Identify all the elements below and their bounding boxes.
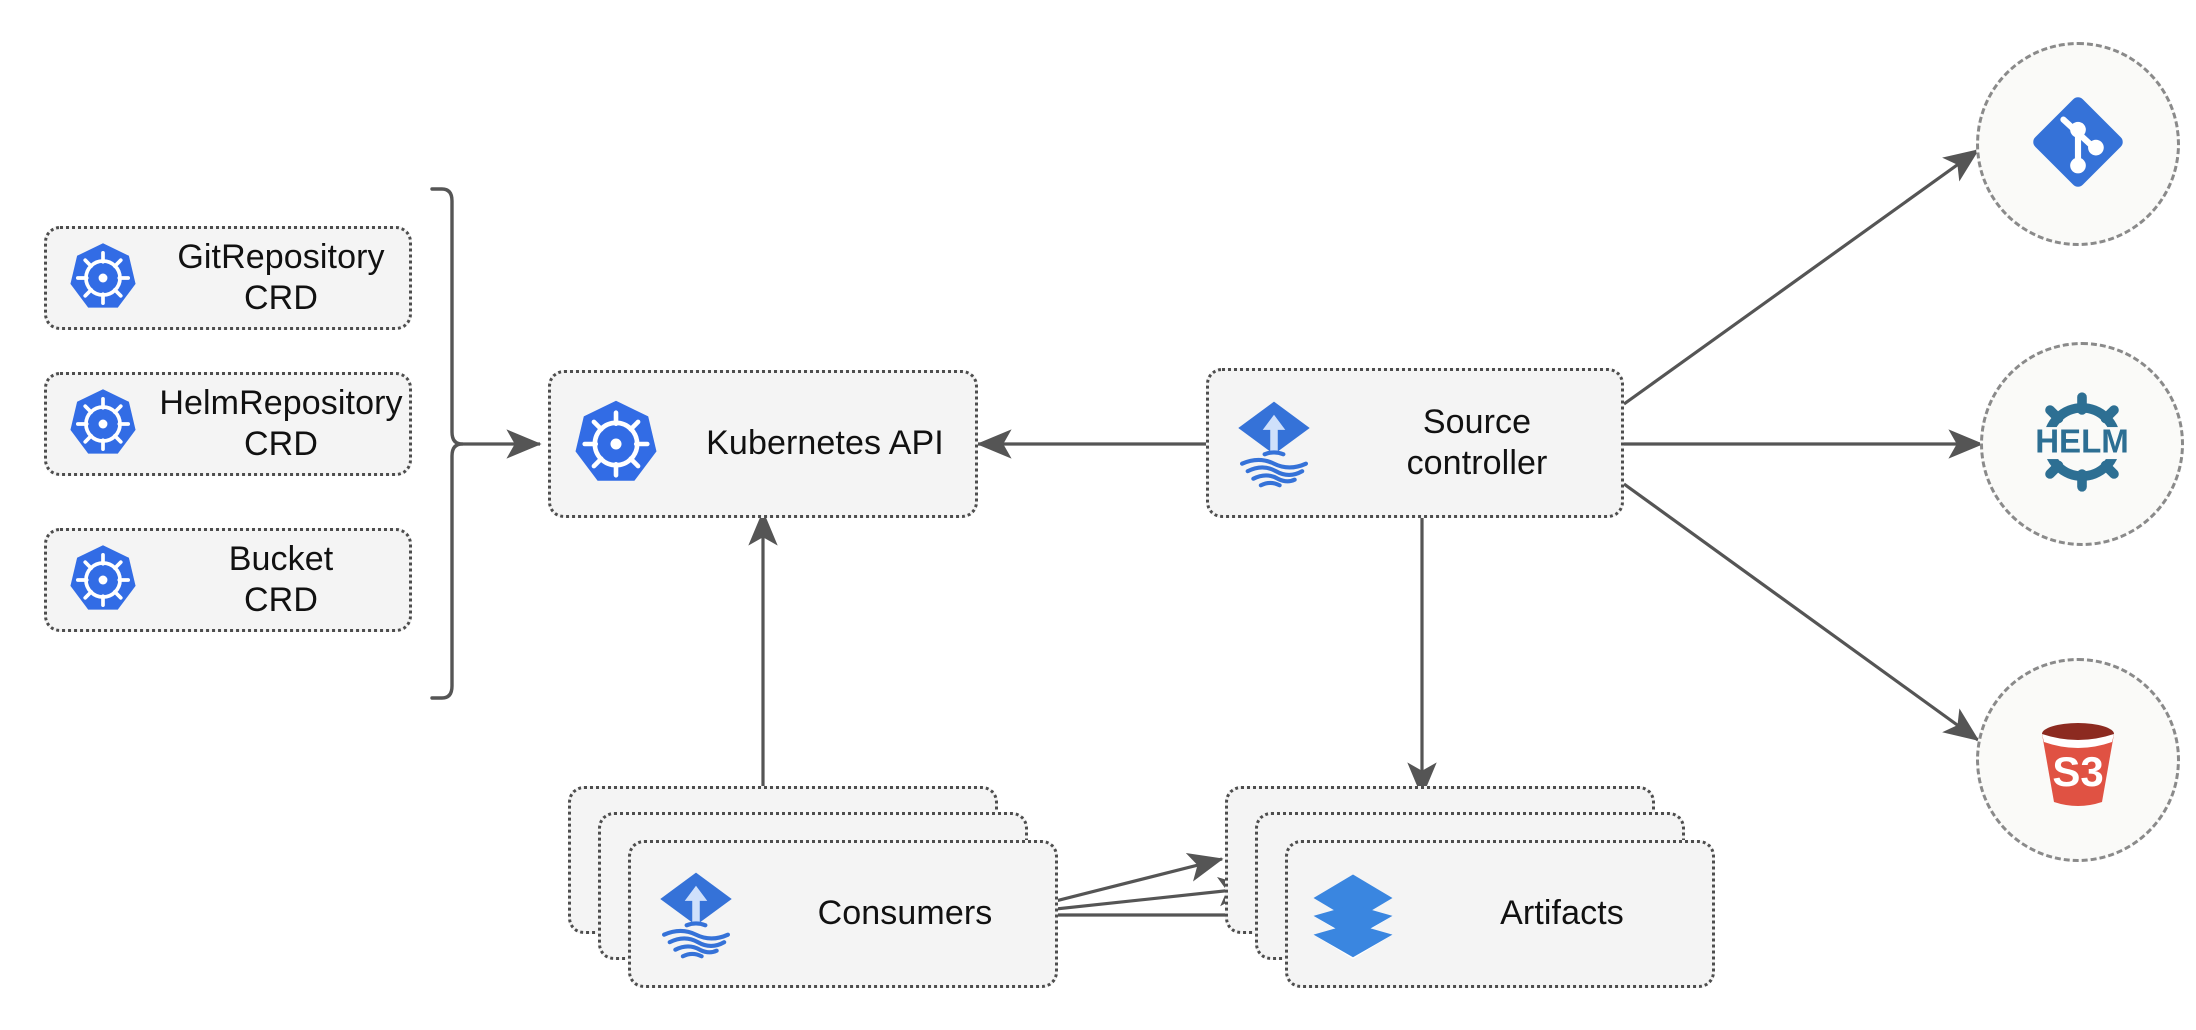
crd-label: Bucket CRD <box>228 539 334 619</box>
crd-box-helmrepository[interactable]: HelmRepository CRD <box>44 372 412 476</box>
kubernetes-api-label: Kubernetes API <box>706 424 944 463</box>
kubernetes-api-box[interactable]: Kubernetes API <box>548 370 978 518</box>
kubernetes-icon <box>47 387 159 461</box>
crd-box-bucket[interactable]: Bucket CRD <box>44 528 412 632</box>
git-source-circle[interactable] <box>1976 42 2180 246</box>
crd-label: GitRepository CRD <box>177 237 385 317</box>
helm-wordmark: HELM <box>2035 423 2129 460</box>
git-icon <box>2022 86 2134 203</box>
s3-source-circle[interactable]: S3 <box>1976 658 2180 862</box>
artifacts-box[interactable]: Artifacts <box>1285 840 1715 988</box>
layers-icon <box>1288 867 1418 961</box>
source-controller-label: Source controller <box>1406 402 1548 482</box>
crd-group-bracket <box>430 187 464 700</box>
crd-box-gitrepository[interactable]: GitRepository CRD <box>44 226 412 330</box>
crd-label: HelmRepository CRD <box>159 383 403 463</box>
consumers-label: Consumers <box>817 894 993 933</box>
edge-source-controller-to-git <box>1623 148 1980 406</box>
flux-icon <box>631 867 761 961</box>
consumers-box[interactable]: Consumers <box>628 840 1058 988</box>
kubernetes-icon <box>551 398 681 490</box>
s3-icon: S3 <box>2018 698 2138 823</box>
flux-icon <box>1209 396 1339 490</box>
kubernetes-icon <box>47 543 159 617</box>
source-controller-box[interactable]: Source controller <box>1206 368 1624 518</box>
helm-source-circle[interactable]: HELM <box>1980 342 2184 546</box>
kubernetes-icon <box>47 241 159 315</box>
edge-source-controller-to-s3 <box>1623 482 1980 742</box>
s3-wordmark: S3 <box>2052 748 2103 795</box>
artifacts-label: Artifacts <box>1500 894 1624 933</box>
helm-icon: HELM <box>2018 378 2146 511</box>
